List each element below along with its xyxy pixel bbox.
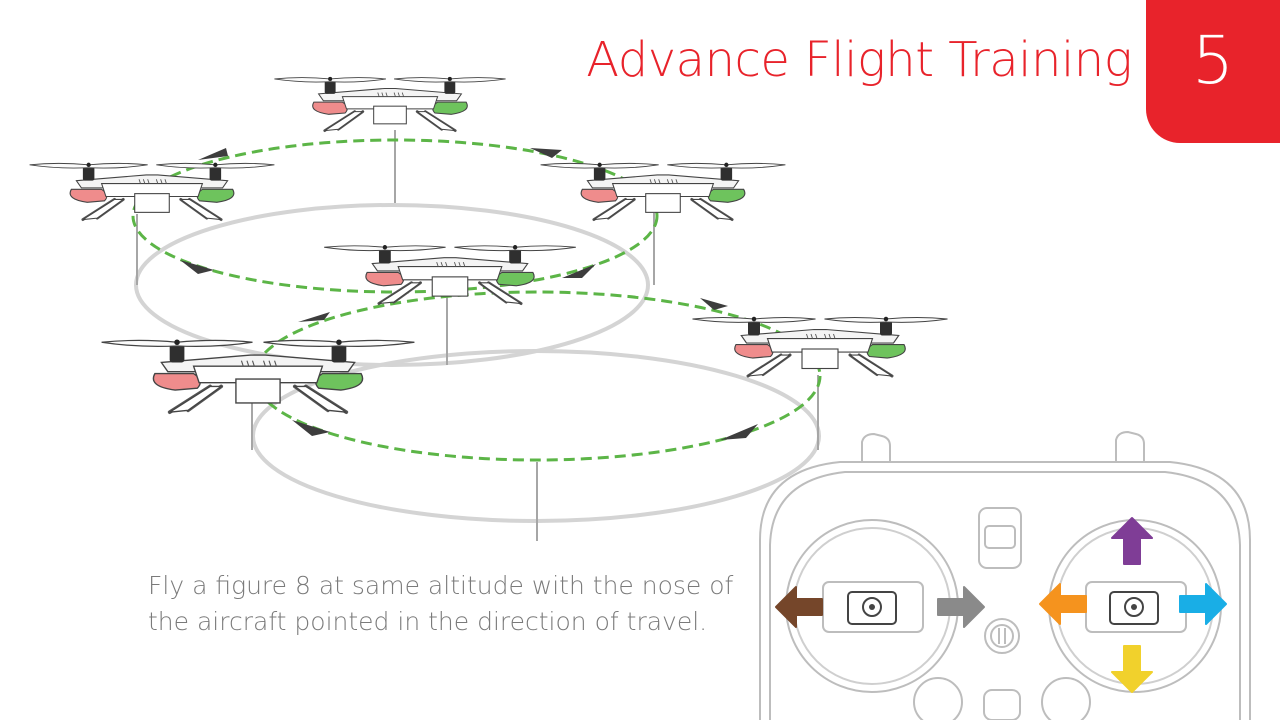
path-arrow: [180, 260, 214, 274]
path-arrow: [700, 298, 728, 310]
page-title: Advance Flight Training: [586, 32, 1132, 88]
drone-icon: [322, 243, 578, 305]
path-arrow: [298, 312, 330, 322]
drone-icon: [28, 161, 276, 221]
path-arrow: [198, 148, 228, 160]
stick-arrow-down-icon: [1111, 645, 1153, 693]
step-number: 5: [1192, 22, 1234, 99]
path-arrow: [720, 424, 758, 440]
drone-icon: [539, 161, 787, 221]
path-arrow: [292, 420, 330, 436]
stick-arrow-yaw-left-icon: [1039, 583, 1087, 625]
caption-line-2: the aircraft pointed in the direction of…: [148, 607, 708, 636]
direction-arrows: [180, 148, 758, 440]
left-stick: [822, 581, 924, 633]
caption-line-1: Fly a figure 8 at same altitude with the…: [148, 571, 734, 600]
path-arrow: [530, 148, 562, 158]
stick-arrow-left-icon: [775, 586, 823, 628]
stick-arrow-right-icon: [937, 586, 985, 628]
right-stick: [1085, 581, 1187, 633]
path-arrow: [562, 264, 596, 278]
drone-icon: [273, 75, 507, 132]
stick-arrow-up-icon: [1111, 517, 1153, 565]
instruction-caption: Fly a figure 8 at same altitude with the…: [148, 568, 768, 640]
step-tab: 5: [1146, 0, 1280, 143]
drone-icon: [691, 315, 949, 378]
drone-icon: [99, 337, 417, 415]
remote-controller-icon: [759, 430, 1251, 720]
